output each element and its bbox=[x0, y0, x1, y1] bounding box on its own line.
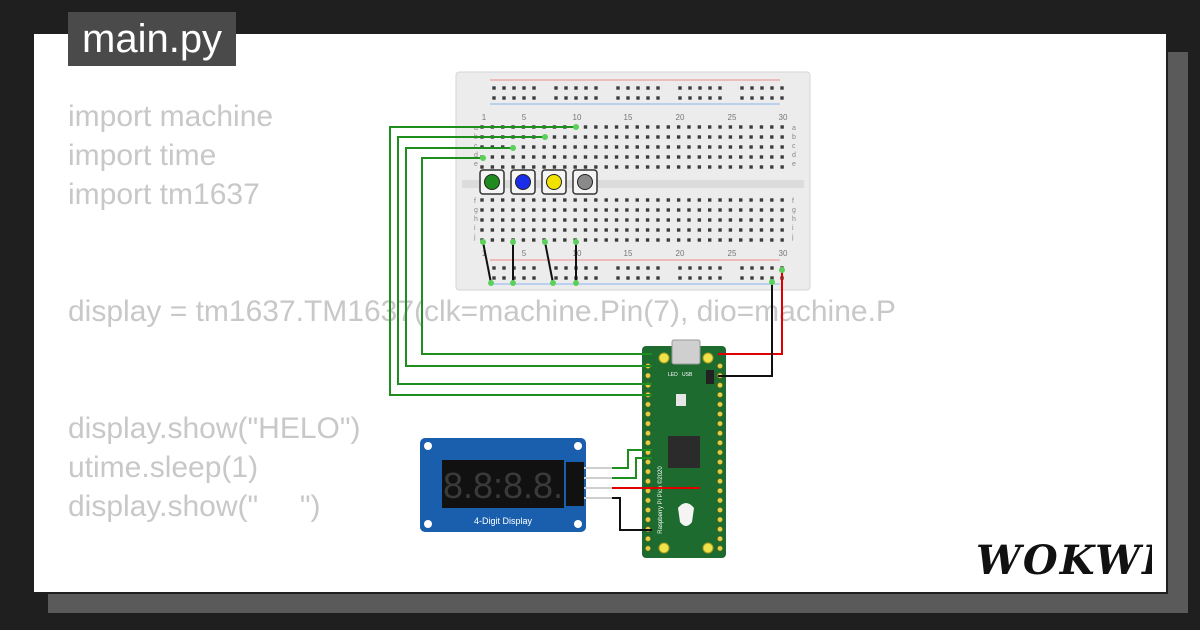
wokwi-logo-text: WOKWI bbox=[976, 537, 1152, 584]
row-label: g bbox=[792, 207, 796, 214]
code-line-5: display = tm1637.TM1637(clk=machine.Pin(… bbox=[68, 295, 896, 328]
breadboard-column-labels-top: 1 5 10 15 20 25 30 bbox=[482, 113, 788, 122]
col-label: 30 bbox=[779, 113, 788, 122]
pushbutton-yellow[interactable] bbox=[541, 169, 567, 195]
wire-gnd-1 bbox=[482, 241, 492, 284]
code-line-9: display.show(" ") bbox=[68, 490, 321, 523]
wire-button-green bbox=[389, 126, 652, 396]
pico-board-text: Raspberry Pi Pico ©2020 bbox=[657, 466, 664, 534]
code-line-3: import tm1637 bbox=[68, 178, 260, 211]
row-label: j bbox=[473, 234, 476, 241]
pushbutton-gray[interactable] bbox=[572, 169, 598, 195]
col-label: 30 bbox=[779, 249, 788, 258]
col-label: 15 bbox=[624, 113, 633, 122]
pushbutton-blue[interactable] bbox=[510, 169, 536, 195]
row-label: j bbox=[791, 234, 794, 241]
code-line-8: utime.sleep(1) bbox=[68, 451, 259, 484]
row-label: d bbox=[474, 152, 478, 159]
tm1637-display[interactable]: 8.8:8.8. 4-Digit Display bbox=[420, 438, 612, 532]
wire-display-gnd bbox=[612, 497, 652, 531]
row-label: a bbox=[474, 125, 478, 132]
row-label: i bbox=[474, 225, 476, 232]
row-label: f bbox=[474, 198, 476, 205]
code-line-1: import machine bbox=[68, 100, 274, 133]
row-label: i bbox=[792, 225, 794, 232]
row-label: f bbox=[792, 198, 794, 205]
col-label: 25 bbox=[728, 249, 737, 258]
col-label: 15 bbox=[624, 249, 633, 258]
pico-usb-label: USB bbox=[682, 372, 693, 378]
row-label: h bbox=[474, 216, 478, 223]
wire-endpoints bbox=[480, 124, 785, 286]
row-label: d bbox=[792, 152, 796, 159]
row-label: c bbox=[474, 143, 478, 150]
col-label: 20 bbox=[676, 113, 685, 122]
col-label: 5 bbox=[522, 249, 527, 258]
col-label: 10 bbox=[573, 113, 582, 122]
wire-button-gray bbox=[421, 157, 652, 355]
row-label: g bbox=[474, 207, 478, 214]
row-label: c bbox=[792, 143, 796, 150]
wire-button-blue bbox=[397, 136, 652, 385]
seven-segment-digits: 8.8:8.8. bbox=[443, 465, 563, 506]
wire-button-yellow bbox=[405, 147, 652, 367]
pushbutton-green[interactable] bbox=[479, 169, 505, 195]
row-label: b bbox=[792, 134, 796, 141]
code-line-2: import time bbox=[68, 139, 217, 172]
col-label: 25 bbox=[728, 113, 737, 122]
row-label: e bbox=[474, 161, 478, 168]
breadboard[interactable]: 1 5 10 15 20 25 30 1 5 10 15 20 25 30 a … bbox=[455, 71, 811, 291]
col-label: 1 bbox=[482, 113, 487, 122]
wire-gnd-3 bbox=[544, 241, 554, 284]
col-label: 20 bbox=[676, 249, 685, 258]
row-label: e bbox=[792, 161, 796, 168]
row-label: a bbox=[792, 125, 796, 132]
file-tab-title[interactable]: main.py bbox=[68, 12, 237, 66]
wire-power-vbus bbox=[718, 270, 783, 355]
code-line-7: display.show("HELO") bbox=[68, 412, 361, 445]
raspberry-logo-icon bbox=[678, 503, 694, 526]
display-label: 4-Digit Display bbox=[474, 516, 533, 526]
raspberry-pi-pico[interactable]: LED USB Raspberry Pi Pico ©2020 bbox=[642, 339, 726, 558]
wires bbox=[389, 126, 783, 531]
col-label: 10 bbox=[573, 249, 582, 258]
pico-pins bbox=[645, 363, 723, 552]
col-label: 5 bbox=[522, 113, 527, 122]
pico-led-label: LED bbox=[668, 372, 678, 378]
row-label: h bbox=[792, 216, 796, 223]
wire-display-clk bbox=[612, 449, 652, 469]
wokwi-logo: WOKWI bbox=[976, 537, 1152, 584]
wire-display-dio bbox=[612, 457, 652, 479]
wire-power-gnd bbox=[718, 282, 773, 377]
